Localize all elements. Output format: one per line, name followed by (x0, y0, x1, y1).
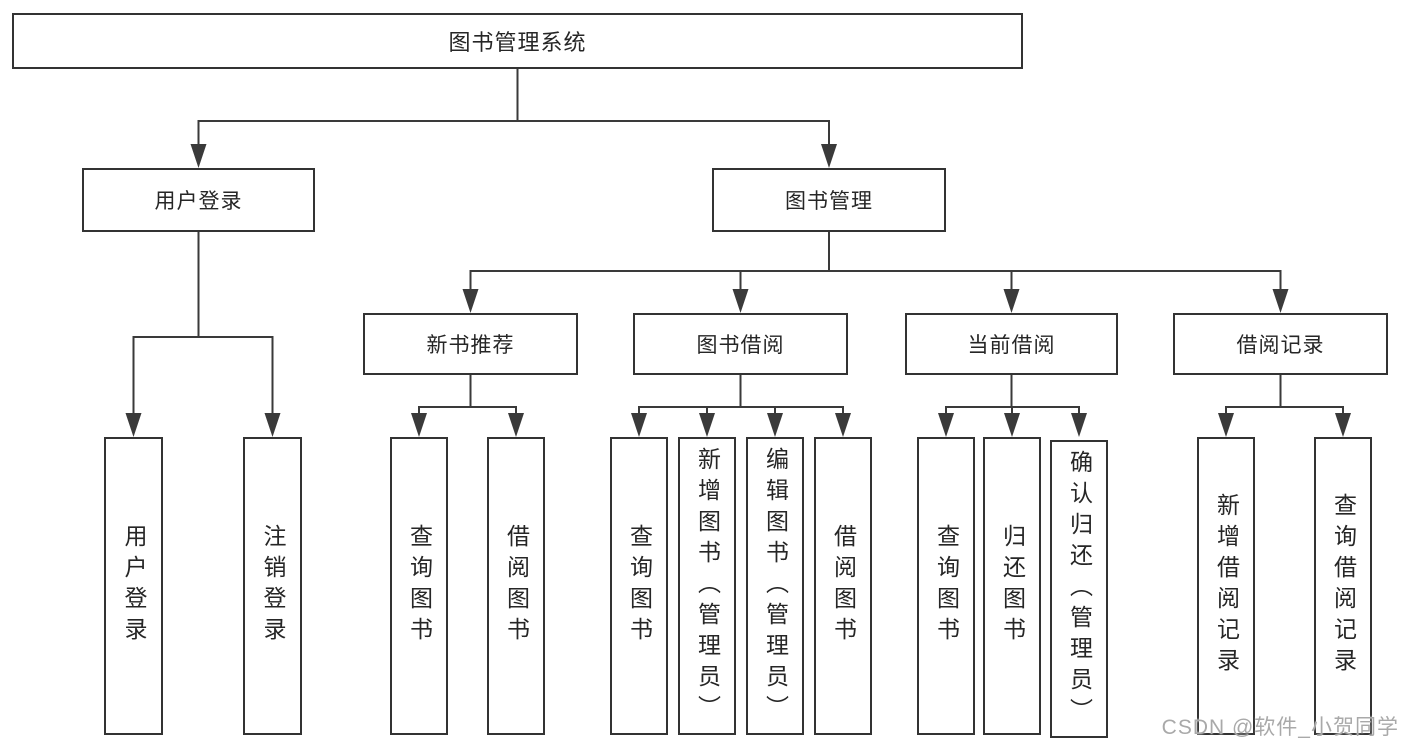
leaf-confirm-return-admin: 确认归还（管理员） (1050, 440, 1108, 738)
node-label: 用户登录 (154, 190, 243, 213)
leaf-label: 查询图书 (933, 524, 960, 648)
node-label: 图书管理系统 (448, 30, 587, 55)
leaf-query-books-recommend: 查询图书 (390, 437, 448, 735)
leaf-label: 用户登录 (121, 524, 147, 648)
leaf-label: 借阅图书 (503, 524, 530, 648)
leaf-label: 查询图书 (626, 524, 653, 648)
leaf-label: 新增借阅记录 (1213, 493, 1240, 679)
leaf-label: 编辑图书（管理员） (762, 446, 789, 726)
leaf-logout: 注销登录 (243, 437, 302, 735)
leaf-label: 确认归还（管理员） (1066, 449, 1093, 729)
leaf-edit-books-admin: 编辑图书（管理员） (746, 437, 804, 735)
node-user-login-branch: 用户登录 (82, 168, 315, 232)
node-book-borrowing: 图书借阅 (633, 313, 848, 375)
node-new-book-recommendation: 新书推荐 (363, 313, 578, 375)
node-library-management-system: 图书管理系统 (12, 13, 1023, 69)
leaf-return-books: 归还图书 (983, 437, 1041, 735)
node-label: 借阅记录 (1236, 334, 1325, 357)
leaf-label: 借阅图书 (830, 524, 857, 648)
leaf-query-books-borrow: 查询图书 (610, 437, 668, 735)
leaf-add-books-admin: 新增图书（管理员） (678, 437, 736, 735)
leaf-label: 归还图书 (999, 524, 1026, 648)
node-label: 图书借阅 (696, 334, 785, 357)
leaf-user-login: 用户登录 (104, 437, 163, 735)
node-current-borrowing: 当前借阅 (905, 313, 1118, 375)
leaf-borrow-books: 借阅图书 (814, 437, 872, 735)
leaf-label: 查询借阅记录 (1330, 493, 1357, 679)
node-borrowing-records: 借阅记录 (1173, 313, 1388, 375)
leaf-borrow-books-recommend: 借阅图书 (487, 437, 545, 735)
leaf-label: 注销登录 (260, 524, 286, 648)
csdn-watermark: CSDN @软件_小贺同学 (1161, 716, 1399, 739)
leaf-query-books-current: 查询图书 (917, 437, 975, 735)
leaf-label: 查询图书 (406, 524, 433, 648)
node-label: 当前借阅 (967, 334, 1056, 357)
leaf-add-borrow-record: 新增借阅记录 (1197, 437, 1255, 735)
node-book-management-branch: 图书管理 (712, 168, 946, 232)
leaf-query-borrow-record: 查询借阅记录 (1314, 437, 1372, 735)
node-label: 新书推荐 (426, 334, 515, 357)
leaf-label: 新增图书（管理员） (694, 446, 721, 726)
node-label: 图书管理 (785, 190, 873, 213)
